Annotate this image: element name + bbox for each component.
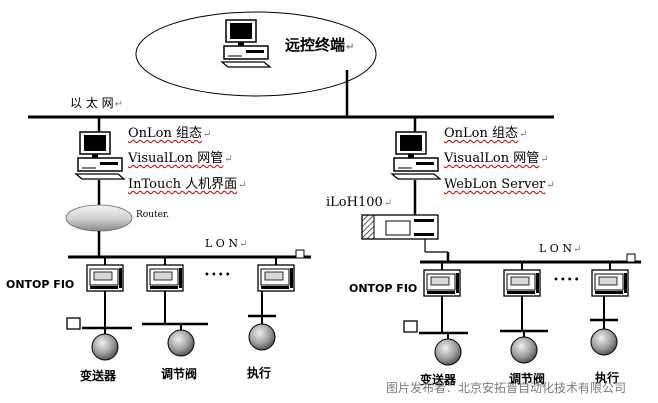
gateway-label: iLoH100↵ [326, 195, 393, 210]
left-station-line2: VisualLon 网管↵ [128, 151, 233, 166]
device-label-left-2: 调节阀 [161, 367, 198, 381]
device-label-right-3: 执行 [595, 371, 620, 385]
fio-module-right-3 [591, 269, 629, 297]
fio-label-left: ONTOP FIO [6, 278, 75, 291]
left-station-line3: InTouch 人机界面↵ [128, 177, 247, 192]
control-valve-left-icon [142, 291, 208, 357]
fio-module-right-2 [503, 269, 541, 297]
actuator-right-icon [590, 296, 618, 356]
fio-label-right: ONTOP FIO [349, 282, 418, 295]
router-icon [65, 204, 133, 232]
control-valve-right-icon [500, 296, 548, 364]
right-workstation-pc-icon [391, 131, 441, 180]
fio-module-left-1 [86, 264, 124, 292]
publisher-watermark: 图片发布者：北京安拓普自动化技术有限公司 [386, 381, 627, 395]
right-station-line1: OnLon 组态↵ [444, 126, 528, 141]
right-station-line2: VisualLon 网管↵ [444, 151, 549, 166]
device-label-right-2: 调节阀 [509, 372, 546, 386]
ellipsis-left: •••• [204, 270, 232, 281]
fio-module-right-1 [423, 269, 461, 297]
remote-terminal-label: 远控终端↵ [285, 36, 355, 54]
actuator-left-icon [248, 291, 276, 351]
device-label-right-1: 变送器 [420, 373, 457, 387]
router-label: Router. [136, 210, 170, 220]
transmitter-left-icon [66, 291, 132, 361]
transmitter-right-icon [403, 296, 468, 366]
fio-module-left-2 [146, 264, 184, 292]
device-label-left-1: 变送器 [80, 369, 117, 383]
ellipsis-right: •••• [553, 275, 581, 286]
left-station-line1: OnLon 组态↵ [128, 126, 212, 141]
lon-label-left: L O N↵ [205, 237, 248, 250]
lon-label-right: L O N↵ [539, 242, 582, 255]
right-station-line3: WebLon Server↵ [444, 177, 555, 192]
left-workstation-pc-icon [75, 131, 125, 180]
fio-module-left-3 [257, 264, 295, 292]
iloh100-gateway-icon [361, 214, 439, 240]
ethernet-label: 以 太 网↵ [70, 96, 124, 110]
device-label-left-3: 执行 [247, 366, 272, 380]
